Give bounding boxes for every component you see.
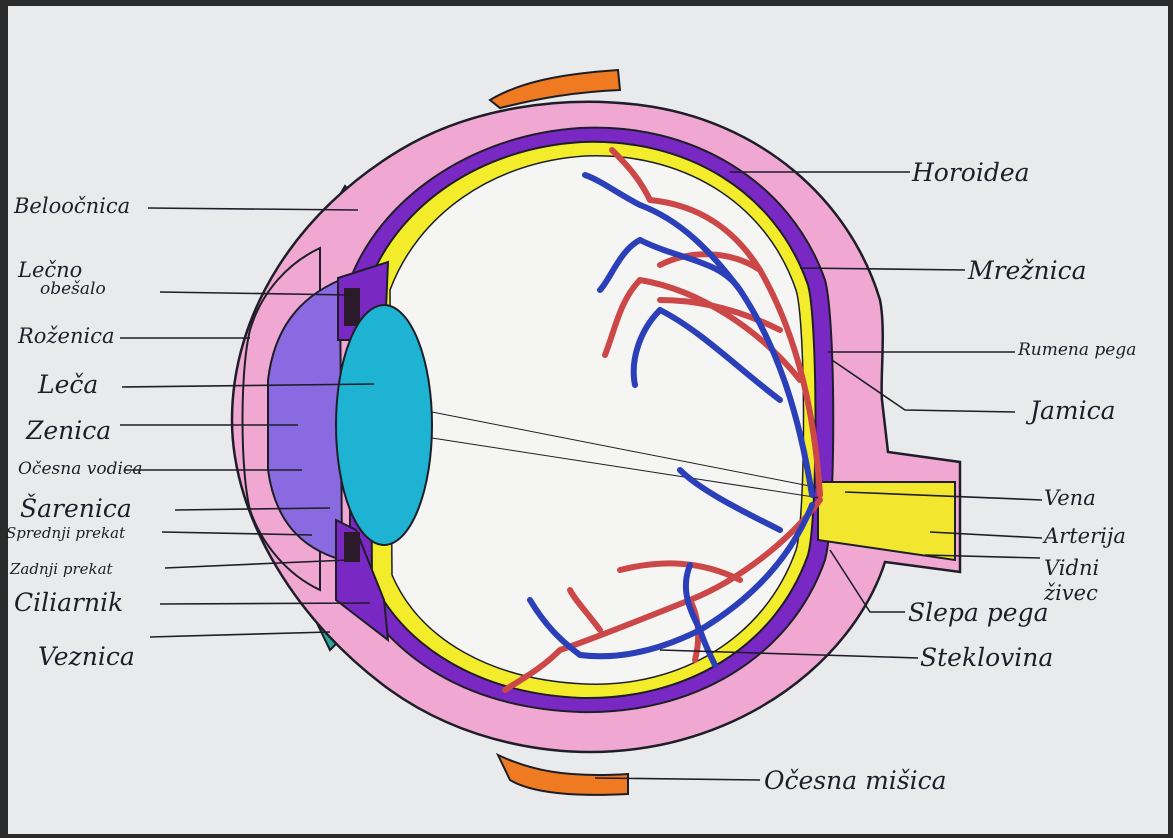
label-veznica: Veznica bbox=[38, 644, 135, 669]
label-lecno: Lečno bbox=[18, 260, 106, 281]
label-rozenica: Roženica bbox=[18, 326, 114, 347]
label-leca: Leča bbox=[38, 372, 98, 397]
vitreous-body bbox=[390, 156, 804, 684]
label-lecno-obesalo: Lečno obešalo bbox=[18, 260, 106, 298]
label-ciliarnik: Ciliarnik bbox=[14, 590, 123, 615]
label-ocesna-vodica: Očesna vodica bbox=[18, 461, 143, 478]
label-horoidea: Horoidea bbox=[912, 160, 1030, 185]
posterior-chamber-lower bbox=[344, 532, 360, 562]
label-sarenica: Šarenica bbox=[20, 496, 132, 521]
label-sprednji-prekat: Sprednji prekat bbox=[6, 526, 125, 541]
label-arterija: Arterija bbox=[1044, 526, 1126, 547]
label-zenica: Zenica bbox=[26, 418, 111, 443]
label-slepa-pega: Slepa pega bbox=[908, 600, 1048, 625]
lower-eye-muscle bbox=[498, 755, 628, 795]
lens bbox=[336, 305, 432, 545]
label-ocesna-misica: Očesna mišica bbox=[764, 768, 947, 793]
label-vidni: Vidni bbox=[1044, 558, 1099, 579]
label-rumena-pega: Rumena pega bbox=[1018, 342, 1136, 359]
label-jamica: Jamica bbox=[1030, 398, 1116, 423]
label-zivec: živec bbox=[1044, 583, 1099, 604]
label-mreznica: Mrežnica bbox=[968, 258, 1087, 283]
label-vena: Vena bbox=[1044, 488, 1096, 509]
label-steklovina: Steklovina bbox=[920, 645, 1053, 670]
label-obesalo: obešalo bbox=[40, 281, 106, 298]
label-vidni-zivec: Vidni živec bbox=[1044, 558, 1099, 604]
label-zadnji-prekat: Zadnji prekat bbox=[10, 562, 113, 577]
label-beloocnica: Beloočnica bbox=[14, 196, 130, 217]
posterior-chamber-upper bbox=[344, 288, 360, 326]
